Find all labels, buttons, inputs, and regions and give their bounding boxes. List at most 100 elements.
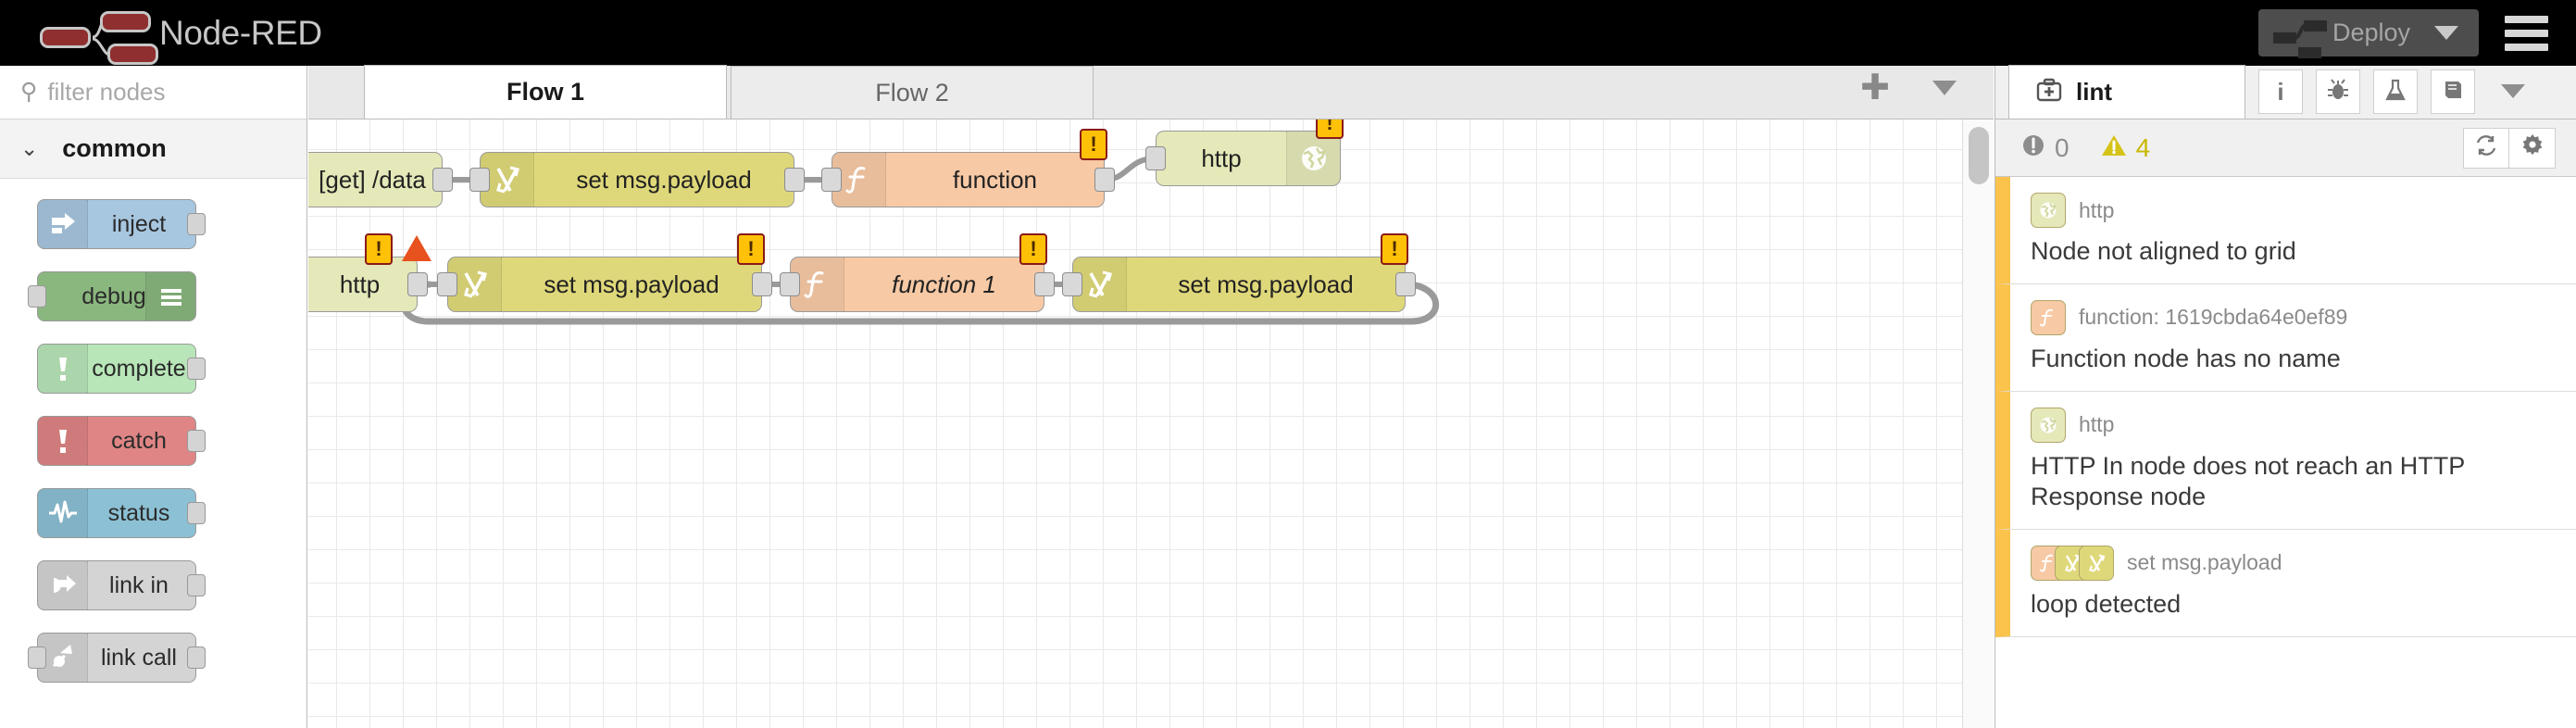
node-output-port[interactable] xyxy=(1034,272,1055,296)
lint-item-node-name: set msg.payload xyxy=(2127,550,2282,575)
node-output-port[interactable] xyxy=(1395,272,1416,296)
node-output-port[interactable] xyxy=(187,574,206,596)
deploy-label: Deploy xyxy=(2332,19,2410,46)
canvas-vertical-scrollbar[interactable] xyxy=(1962,119,1994,728)
flow-node-label: function xyxy=(952,165,1038,194)
chevron-down-icon[interactable] xyxy=(2434,26,2458,40)
tab-lint[interactable]: lint xyxy=(2008,65,2245,119)
pulse-wave-icon xyxy=(38,489,88,537)
node-input-port[interactable] xyxy=(780,272,800,296)
flow-tabbar: Flow 1 Flow 2 ✚ xyxy=(308,65,1994,119)
flow-node-function-1[interactable]: function ! xyxy=(821,129,1115,207)
flow-node-http-in[interactable]: [get] /data xyxy=(308,152,453,207)
node-output-port[interactable] xyxy=(784,168,805,192)
node-input-port[interactable] xyxy=(469,168,490,192)
flow-node-change-1[interactable]: set msg.payload xyxy=(469,152,805,207)
node-input-port[interactable] xyxy=(28,285,46,308)
node-output-port[interactable] xyxy=(1094,168,1115,192)
lint-item-message: Function node has no name xyxy=(2031,344,2341,372)
lint-item-icons xyxy=(2031,193,2066,228)
warning-triangle-icon xyxy=(2101,133,2127,162)
node-output-port[interactable] xyxy=(187,646,206,669)
palette-node-link-in[interactable]: link in xyxy=(37,560,206,610)
node-input-port[interactable] xyxy=(28,646,46,669)
node-input-port[interactable] xyxy=(821,168,842,192)
tab-flow-1[interactable]: Flow 1 xyxy=(364,65,727,119)
lint-item-icons xyxy=(2031,299,2066,335)
info-icon: i xyxy=(2277,77,2284,106)
chevron-down-icon[interactable] xyxy=(1932,81,1957,95)
globe-icon xyxy=(1286,132,1340,185)
lint-item-header: http xyxy=(2031,407,2556,444)
node-input-port[interactable] xyxy=(1145,146,1166,170)
lint-item-list: http Node not aligned to grid function: … xyxy=(1995,177,2576,728)
link-call-icon xyxy=(38,634,88,682)
link-in-icon xyxy=(38,561,88,609)
node-output-port[interactable] xyxy=(187,358,206,380)
lint-item[interactable]: set msg.payload loop detected xyxy=(1995,529,2576,637)
refresh-button[interactable] xyxy=(2463,127,2509,169)
palette-node-status[interactable]: status xyxy=(37,488,206,538)
lint-item-header: http xyxy=(2031,192,2556,229)
tab-help[interactable] xyxy=(2431,69,2475,114)
palette-search[interactable]: ⚲ xyxy=(0,66,306,119)
node-output-port[interactable] xyxy=(187,502,206,524)
canvas-wires xyxy=(400,156,1440,325)
plus-icon[interactable]: ✚ xyxy=(1860,69,1890,107)
lint-actions xyxy=(2463,127,2556,169)
lint-item-icons xyxy=(2031,407,2066,443)
tab-info[interactable]: i xyxy=(2258,69,2303,114)
debug-bug-icon xyxy=(145,272,195,320)
node-warning-badge[interactable]: ! xyxy=(737,233,765,265)
node-warning-badge[interactable]: ! xyxy=(1019,233,1047,265)
settings-button[interactable] xyxy=(2509,127,2556,169)
node-output-port[interactable] xyxy=(432,168,453,192)
node-output-port[interactable] xyxy=(752,272,772,296)
palette-node-link-call[interactable]: link call xyxy=(28,633,206,683)
lint-item[interactable]: function: 1619cbda64e0ef89 Function node… xyxy=(1995,283,2576,392)
palette-node-complete[interactable]: complete xyxy=(37,344,206,394)
node-output-port[interactable] xyxy=(187,213,206,235)
palette-node-inject[interactable]: inject xyxy=(37,199,206,249)
node-output-port[interactable] xyxy=(187,430,206,452)
logo-node-left xyxy=(40,26,91,48)
chevron-down-icon[interactable] xyxy=(2501,84,2525,98)
node-input-port[interactable] xyxy=(1062,272,1082,296)
scrollbar-thumb[interactable] xyxy=(1969,127,1989,184)
node-output-port[interactable] xyxy=(407,272,428,296)
node-warning-badge[interactable]: ! xyxy=(365,233,393,265)
flow-node-label: http xyxy=(339,270,381,298)
tab-flow-2[interactable]: Flow 2 xyxy=(731,66,1094,119)
lint-item[interactable]: http Node not aligned to grid xyxy=(1995,177,2576,284)
palette-node-debug[interactable]: debug xyxy=(28,271,196,321)
deploy-nodes-icon xyxy=(2271,15,2327,58)
flow-node-function-2[interactable]: function 1 ! xyxy=(780,233,1055,312)
flow-node-label: http xyxy=(1201,144,1242,172)
flow-node-change-3[interactable]: set msg.payload ! xyxy=(1062,233,1416,312)
tab-debug[interactable] xyxy=(2316,69,2360,114)
palette-node-catch[interactable]: catch xyxy=(37,416,206,466)
tab-context[interactable] xyxy=(2373,69,2418,114)
deploy-button[interactable]: Deploy xyxy=(2257,9,2479,58)
search-input[interactable] xyxy=(47,78,270,107)
lint-item[interactable]: http HTTP In node does not reach an HTTP… xyxy=(1995,391,2576,530)
app-header: Node-RED Deploy xyxy=(0,0,2576,66)
app-title: Node-RED xyxy=(159,14,322,52)
flow-node-change-2[interactable]: set msg.payload ! xyxy=(437,233,772,312)
palette-node-label: inject xyxy=(111,210,167,237)
palette-node-label: catch xyxy=(111,427,167,454)
node-input-port[interactable] xyxy=(437,272,457,296)
node-changed-triangle-icon xyxy=(402,235,431,261)
node-warning-badge[interactable]: ! xyxy=(1381,233,1408,265)
canvas-grid xyxy=(308,119,1994,728)
lint-item-header: set msg.payload xyxy=(2031,545,2556,582)
palette-category-common[interactable]: ⌄ common xyxy=(0,119,306,179)
flow-canvas[interactable]: [get] /data set msg.payload function ! h… xyxy=(308,119,1994,728)
chevron-down-icon: ⌄ xyxy=(20,136,39,160)
flow-node-http-in-2[interactable]: http ! xyxy=(308,233,431,312)
node-warning-badge[interactable]: ! xyxy=(1316,119,1344,139)
flow-node-http-response[interactable]: http ! xyxy=(1145,119,1344,186)
node-warning-badge[interactable]: ! xyxy=(1080,129,1107,160)
hamburger-menu-icon[interactable] xyxy=(2505,15,2548,51)
exclamation-icon xyxy=(38,417,88,465)
